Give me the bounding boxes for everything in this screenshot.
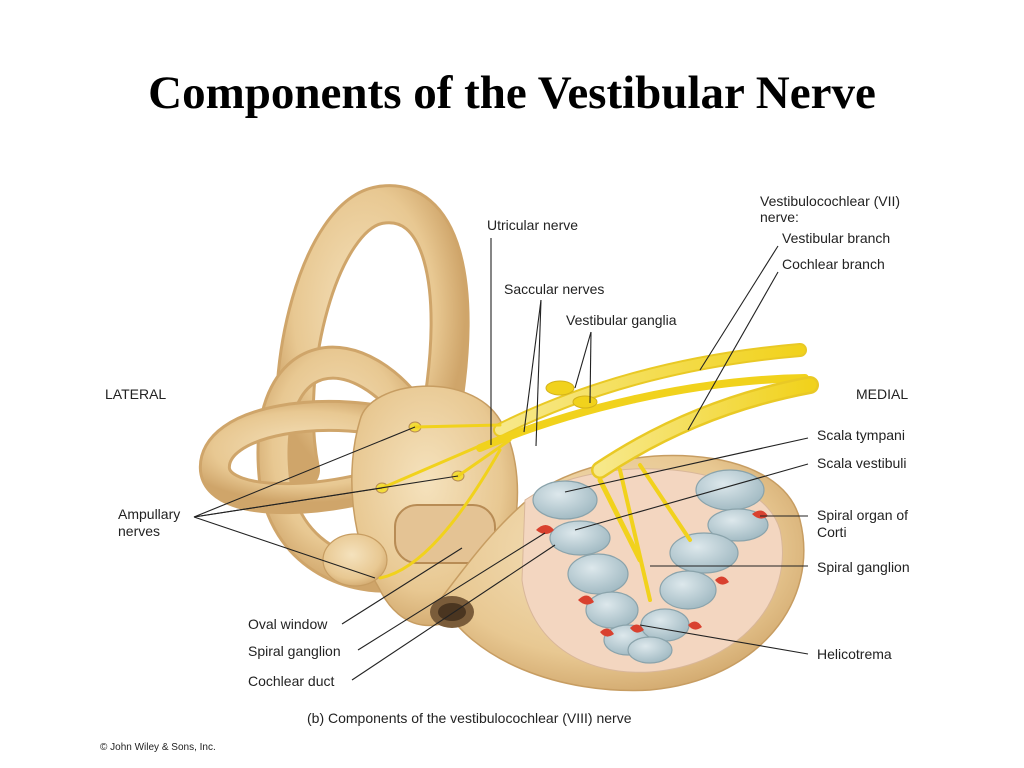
label-spiral-organ-line2: Corti	[817, 524, 847, 540]
label-cochlear-duct: Cochlear duct	[248, 673, 334, 689]
label-spiral-ganglion-left: Spiral ganglion	[248, 643, 341, 659]
figure-caption: (b) Components of the vestibulocochlear …	[307, 710, 632, 726]
label-cochlear-branch: Cochlear branch	[782, 256, 885, 272]
diagram-labels: Vestibulocochlear (VII) nerve: Vestibula…	[100, 193, 910, 753]
label-vestibular-branch: Vestibular branch	[782, 230, 890, 246]
label-spiral-organ-line1: Spiral organ of	[817, 507, 908, 523]
label-ampullary-line2: nerves	[118, 523, 160, 539]
label-lateral: LATERAL	[105, 386, 166, 402]
label-helicotrema: Helicotrema	[817, 646, 892, 662]
label-saccular-nerves: Saccular nerves	[504, 281, 604, 297]
leader-lines	[193, 238, 809, 681]
cochlear-chambers	[532, 469, 769, 664]
label-scala-tympani: Scala tympani	[817, 427, 905, 443]
label-vestibulocochlear-line1: Vestibulocochlear (VII)	[760, 193, 900, 209]
label-scala-vestibuli: Scala vestibuli	[817, 455, 907, 471]
label-ampullary-line1: Ampullary	[118, 506, 180, 522]
label-vestibulocochlear-line2: nerve:	[760, 209, 799, 225]
label-medial: MEDIAL	[856, 386, 908, 402]
label-oval-window: Oval window	[248, 616, 328, 632]
vestibulocochlear-nerve	[378, 343, 819, 602]
cochlea	[430, 454, 805, 692]
label-spiral-ganglion-right: Spiral ganglion	[817, 559, 910, 575]
copyright-notice: © John Wiley & Sons, Inc.	[100, 742, 216, 753]
spiral-organ-marks	[536, 510, 768, 637]
semicircular-canals	[199, 184, 470, 593]
slide-title: Components of the Vestibular Nerve	[148, 67, 876, 119]
label-utricular-nerve: Utricular nerve	[487, 217, 578, 233]
label-vestibular-ganglia: Vestibular ganglia	[566, 312, 677, 328]
